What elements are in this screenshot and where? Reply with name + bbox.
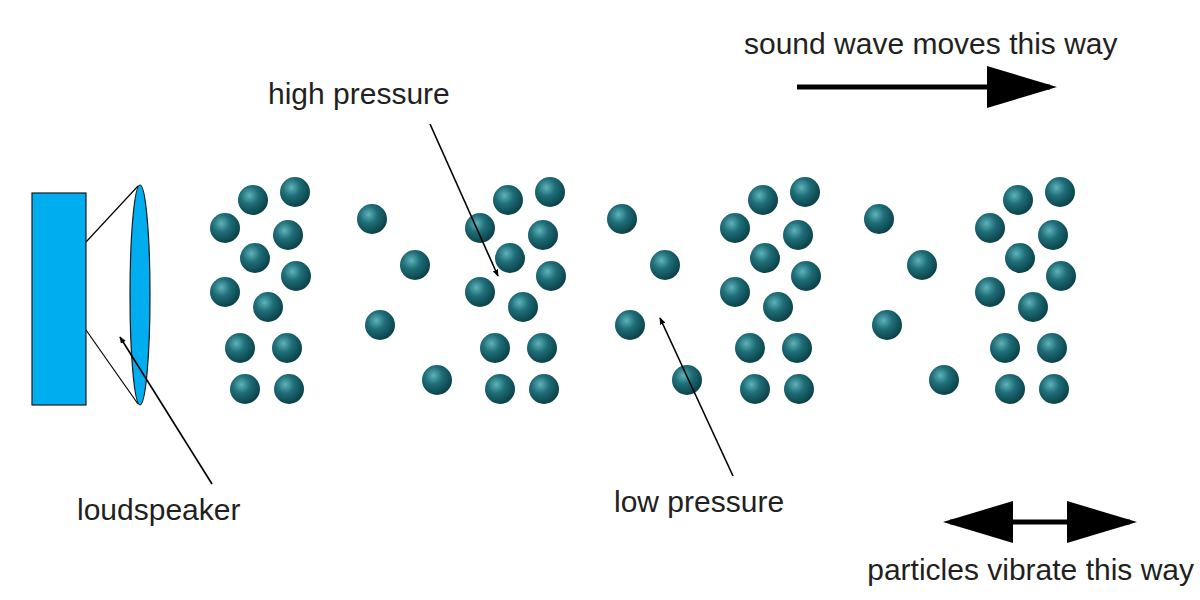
- air-particle: [365, 310, 395, 340]
- air-particle: [929, 365, 959, 395]
- air-particle: [1039, 374, 1069, 404]
- air-particle: [230, 374, 260, 404]
- air-particle: [273, 220, 303, 250]
- air-particle: [535, 177, 565, 207]
- air-particle: [465, 277, 495, 307]
- leader-line: [120, 337, 212, 484]
- air-particle: [527, 333, 557, 363]
- air-particle: [607, 204, 637, 234]
- air-particle: [783, 220, 813, 250]
- air-particle: [720, 213, 750, 243]
- air-particle: [990, 333, 1020, 363]
- air-particle: [281, 261, 311, 291]
- vibration-label: particles vibrate this way: [867, 552, 1194, 588]
- air-particle: [763, 292, 793, 322]
- leader-line: [430, 124, 498, 276]
- air-particle: [1037, 333, 1067, 363]
- air-particle: [790, 177, 820, 207]
- air-particle: [495, 243, 525, 273]
- air-particle: [1046, 261, 1076, 291]
- air-particle: [528, 220, 558, 250]
- air-particle: [1018, 292, 1048, 322]
- air-particle: [750, 243, 780, 273]
- air-particle: [1045, 177, 1075, 207]
- callout-label: loudspeaker: [77, 492, 240, 528]
- air-particle: [1005, 243, 1035, 273]
- air-particle: [975, 213, 1005, 243]
- loudspeaker-symbol: [32, 185, 150, 405]
- callout-label: low pressure: [614, 484, 784, 520]
- air-particle: [782, 333, 812, 363]
- air-particle: [975, 277, 1005, 307]
- air-particle: [672, 365, 702, 395]
- wave-direction-arrow: [797, 85, 1050, 90]
- air-particle: [864, 204, 894, 234]
- air-particle: [740, 374, 770, 404]
- air-particle: [272, 333, 302, 363]
- air-particle: [465, 213, 495, 243]
- air-particle: [720, 277, 750, 307]
- air-particle: [253, 292, 283, 322]
- air-particle: [995, 374, 1025, 404]
- air-particles: [210, 177, 1076, 404]
- wave-direction-label: sound wave moves this way: [744, 26, 1118, 62]
- air-particle: [225, 333, 255, 363]
- air-particle: [480, 333, 510, 363]
- air-particle: [650, 250, 680, 280]
- air-particle: [485, 374, 515, 404]
- air-particle: [615, 310, 645, 340]
- air-particle: [1038, 220, 1068, 250]
- air-particle: [422, 365, 452, 395]
- air-particle: [529, 374, 559, 404]
- air-particle: [240, 243, 270, 273]
- air-particle: [210, 277, 240, 307]
- air-particle: [791, 261, 821, 291]
- callout-label: high pressure: [268, 76, 450, 112]
- air-particle: [735, 333, 765, 363]
- air-particle: [907, 250, 937, 280]
- air-particle: [274, 374, 304, 404]
- air-particle: [872, 310, 902, 340]
- air-particle: [357, 204, 387, 234]
- air-particle: [280, 177, 310, 207]
- vibration-arrow: [950, 520, 1130, 525]
- air-particle: [508, 292, 538, 322]
- air-particle: [493, 185, 523, 215]
- air-particle: [536, 261, 566, 291]
- air-particle: [238, 185, 268, 215]
- leader-line: [660, 318, 733, 476]
- air-particle: [784, 374, 814, 404]
- air-particle: [1003, 185, 1033, 215]
- air-particle: [210, 213, 240, 243]
- air-particle: [748, 185, 778, 215]
- air-particle: [400, 250, 430, 280]
